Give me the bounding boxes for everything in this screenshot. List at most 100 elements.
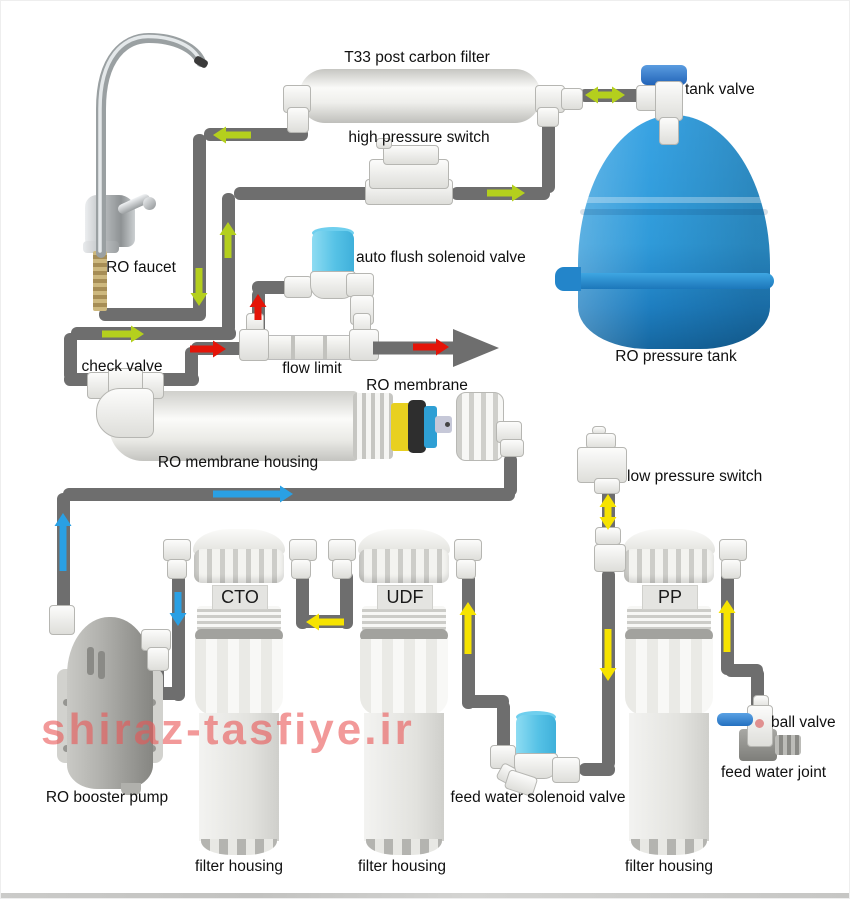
lps-riser-nut <box>595 527 621 545</box>
ro-faucet-spout-tip <box>194 56 208 68</box>
udf-right-elbow <box>454 539 482 561</box>
high-pressure-switch-tab <box>376 138 392 149</box>
pp-shoulder <box>625 639 713 715</box>
cto-shoulder <box>195 639 283 715</box>
flow-limit-notch <box>323 336 327 359</box>
cto-left-elbow <box>163 539 191 561</box>
cto-bottom <box>201 839 277 855</box>
membrane-stub-hole <box>445 422 450 427</box>
ball-valve-label: ball valve <box>771 714 836 731</box>
pp-label: PP <box>657 587 682 607</box>
pump-vent-slot <box>98 651 105 679</box>
cto-right-nut <box>291 559 311 579</box>
ro-faucet-label: RO faucet <box>106 259 176 276</box>
udf-shoulder <box>360 639 448 715</box>
pipe-cto-udf-left <box>296 571 309 629</box>
t33-right-nut-fitting <box>561 88 583 110</box>
ro-faucet-lever-knob <box>143 197 156 210</box>
pipe-cap-drop <box>504 454 517 496</box>
pipe-checkvalve-run <box>71 327 236 340</box>
feed-water-joint-thread <box>775 735 801 755</box>
pipe-switch-right <box>451 187 550 200</box>
cto-lid <box>194 549 284 583</box>
pp-neck <box>627 606 711 632</box>
pipe-solenoid-left-drop <box>497 701 510 751</box>
bracket-hole <box>63 745 70 752</box>
ro-booster-pump-body <box>67 617 153 789</box>
ball-valve-dot <box>755 719 764 728</box>
pp-bottom <box>631 839 707 855</box>
pipe-pump-riser <box>57 493 70 615</box>
tank-groove-top <box>580 197 768 203</box>
ro-pressure-tank <box>578 115 770 349</box>
drain-flow-arrow-icon <box>373 329 499 367</box>
tank-rim <box>574 273 774 289</box>
pp-collar <box>625 629 713 642</box>
t33-left-nut-fitting <box>287 107 309 133</box>
t33-label: T33 post carbon filter <box>344 49 490 66</box>
auto-flush-right-elbow <box>346 273 374 297</box>
watermark-text: shiraz-tasfiye.ir <box>41 705 415 754</box>
udf-label-plate: UDF <box>377 585 433 610</box>
pp-lid <box>624 549 714 583</box>
tank-valve-body <box>655 81 683 121</box>
cto-left-nut <box>167 559 187 579</box>
check-valve-label: check valve <box>81 358 163 375</box>
ro-faucet-threaded-stem <box>93 251 107 311</box>
feed-water-joint-label: feed water joint <box>721 764 827 781</box>
ro-booster-pump-label: RO booster pump <box>45 789 169 806</box>
feed-water-solenoid-label: feed water solenoid valve <box>450 789 626 806</box>
flow-limit-label: flow limit <box>282 360 342 377</box>
cto-label-plate: CTO <box>212 585 268 610</box>
udf-lid <box>359 549 449 583</box>
high-pressure-switch-top <box>383 145 439 165</box>
tank-groove-bottom <box>580 209 768 215</box>
pipe-switch-left <box>234 187 371 200</box>
cto-neck <box>197 606 281 632</box>
pp-right-elbow <box>719 539 747 561</box>
membrane-permeate-stub <box>435 416 452 433</box>
pp-body <box>629 713 709 841</box>
flowlimit-right-tee <box>349 329 379 361</box>
udf-bottom <box>366 839 442 855</box>
pipe-flush-top <box>252 281 290 294</box>
pipe-faucet-feed <box>99 308 206 321</box>
filter-housing-label-pp: filter housing <box>625 858 713 875</box>
udf-body <box>364 713 444 841</box>
pipe-solenoid-right-run <box>579 763 615 776</box>
udf-neck <box>362 606 446 632</box>
feed-solenoid-right-nut <box>552 757 580 783</box>
pump-right-nut <box>147 647 169 671</box>
tank-valve-blue-cap <box>641 65 687 85</box>
tank-valve-label: tank valve <box>685 81 755 98</box>
udf-filter <box>324 529 484 859</box>
high-pressure-switch-label: high pressure switch <box>348 129 490 146</box>
filter-housing-label-cto: filter housing <box>195 858 283 875</box>
udf-collar <box>360 629 448 642</box>
cto-label: CTO <box>221 587 259 607</box>
cap-nut-fitting <box>500 439 524 457</box>
flow-limit-body <box>263 335 355 360</box>
udf-left-nut <box>332 559 352 579</box>
filter-housing-label-udf: filter housing <box>358 858 446 875</box>
udf-right-nut <box>456 559 476 579</box>
flow-limit-notch <box>291 336 295 359</box>
auto-flush-left-nut <box>284 276 312 298</box>
pipe-faucet-drop <box>193 134 206 320</box>
pp-right-nut <box>721 559 741 579</box>
cto-body <box>199 713 279 841</box>
flowlimit-left-tee <box>239 329 269 361</box>
ro-membrane-label: RO membrane <box>366 377 468 394</box>
pp-filter <box>589 529 749 859</box>
udf-label: UDF <box>386 587 424 607</box>
udf-left-elbow <box>328 539 356 561</box>
auto-flush-blue-coil <box>312 231 354 275</box>
cto-right-elbow <box>289 539 317 561</box>
pp-label-plate: PP <box>642 585 698 610</box>
low-pressure-switch-label: low pressure switch <box>627 468 763 485</box>
membrane-yellow-band <box>391 403 411 451</box>
pipe-t33-riser <box>542 107 555 193</box>
ball-valve-handle <box>717 713 753 726</box>
feed-solenoid-blue-coil <box>516 715 556 757</box>
